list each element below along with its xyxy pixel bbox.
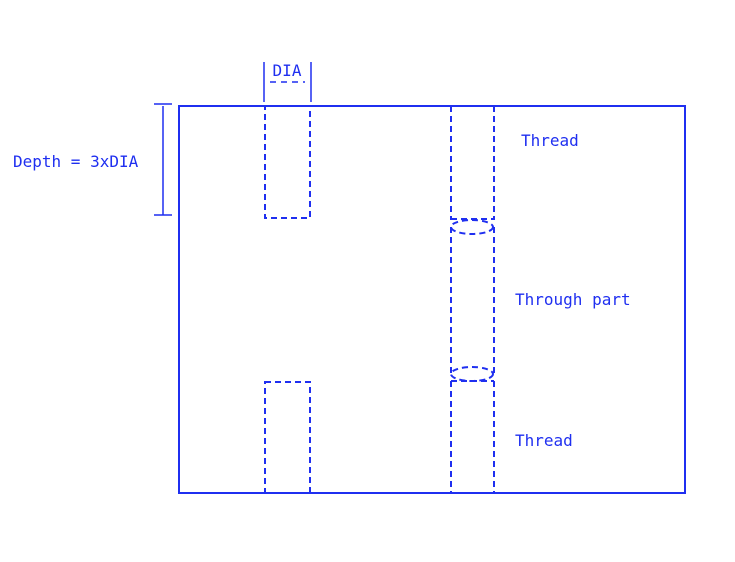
thread-bottom-label: Thread (515, 431, 573, 450)
part-outline (178, 105, 686, 494)
depth-label: Depth = 3xDIA (13, 152, 139, 171)
depth-dimension: Depth = 3xDIA (13, 103, 172, 216)
blind-hole-top (264, 105, 311, 219)
through-part-label: Through part (515, 290, 631, 309)
lower-thread-ellipse (450, 366, 494, 382)
blind-hole-bottom (264, 381, 311, 494)
through-hole (450, 106, 495, 493)
dia-label: DIA (273, 61, 302, 80)
thread-top-label: Thread (521, 131, 579, 150)
dia-dimension: DIA (263, 61, 312, 102)
upper-thread-ellipse (450, 219, 494, 235)
